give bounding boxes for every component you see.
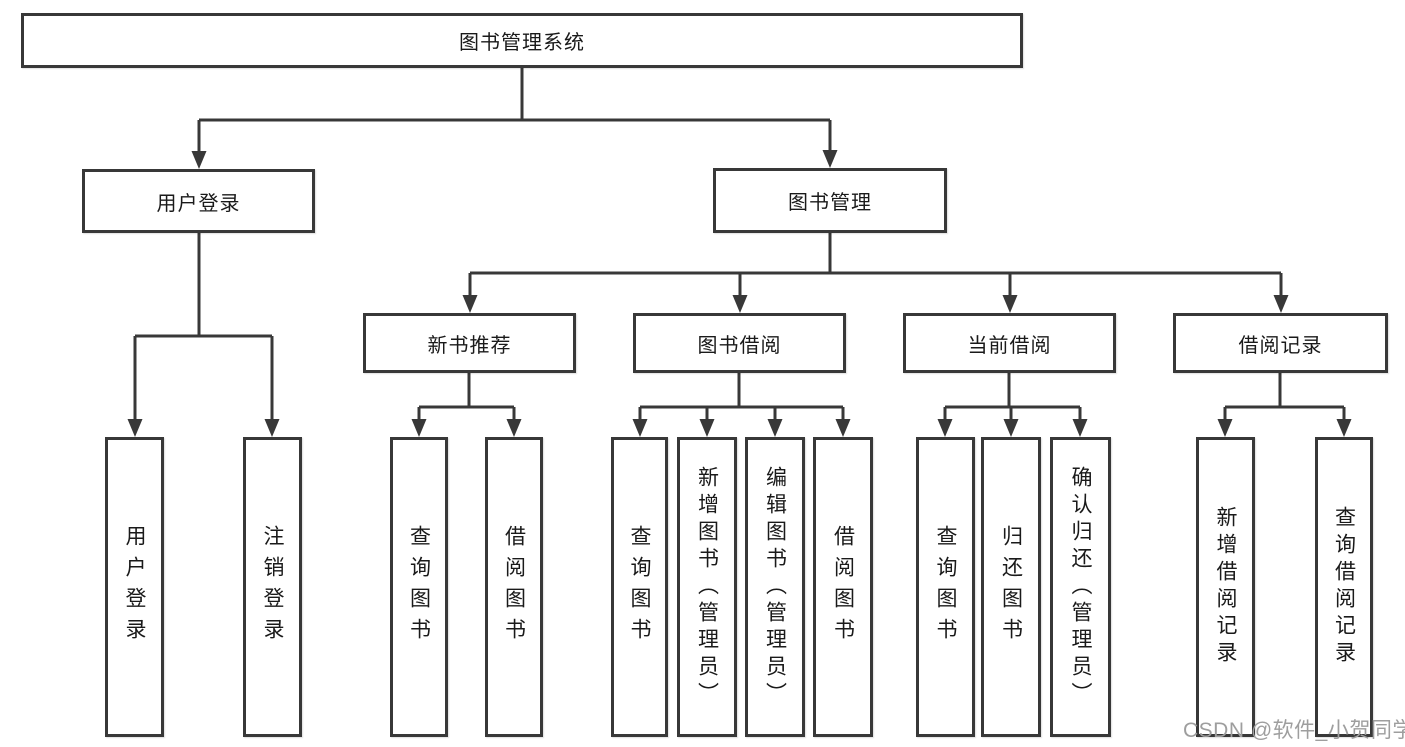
leaf-label: 编辑图书（管理员） xyxy=(763,465,787,709)
arrowhead xyxy=(127,419,143,437)
node-current-borrowing: 当前借阅 xyxy=(903,313,1116,373)
node-book-borrowing: 图书借阅 xyxy=(633,313,846,373)
arrowhead xyxy=(1003,419,1019,437)
node-label: 借阅记录 xyxy=(1238,334,1323,357)
edge-records-to-leaves xyxy=(1223,373,1346,424)
leaf-query-books-current: 查询图书 xyxy=(916,437,975,737)
arrowheads xyxy=(127,150,1352,437)
leaf-return-books: 归还图书 xyxy=(981,437,1041,737)
node-book-management: 图书管理 xyxy=(713,168,947,233)
leaf-label: 查询图书 xyxy=(407,525,431,649)
arrowhead xyxy=(462,295,478,313)
leaf-edit-books-admin: 编辑图书（管理员） xyxy=(745,437,805,737)
leaf-label: 查询图书 xyxy=(934,525,957,649)
edge-newbook-to-leaves xyxy=(417,373,516,424)
root-node-label: 图书管理系统 xyxy=(459,32,585,54)
edge-userlogin-to-leaves xyxy=(133,233,274,424)
arrowhead xyxy=(1072,419,1088,437)
leaf-confirm-return-admin: 确认归还（管理员） xyxy=(1050,437,1111,737)
leaf-label: 归还图书 xyxy=(999,525,1023,649)
node-borrowing-records: 借阅记录 xyxy=(1173,313,1388,373)
leaf-add-books-admin: 新增图书（管理员） xyxy=(677,437,737,737)
csdn-watermark: CSDN @软件_小贺同学 xyxy=(1183,719,1405,742)
arrowhead xyxy=(1217,419,1233,437)
leaf-user-login: 用户登录 xyxy=(105,437,164,737)
leaf-label: 借阅图书 xyxy=(831,525,855,649)
leaf-query-books-recommend: 查询图书 xyxy=(390,437,448,737)
leaf-add-borrow-record: 新增借阅记录 xyxy=(1196,437,1255,737)
leaf-borrow-books-recommend: 借阅图书 xyxy=(485,437,543,737)
leaf-label: 新增图书（管理员） xyxy=(695,465,719,709)
leaf-label: 查询图书 xyxy=(628,525,651,649)
arrowhead xyxy=(191,151,207,169)
root-node-library-system: 图书管理系统 xyxy=(21,13,1023,68)
arrowhead xyxy=(732,295,748,313)
edge-borrow-to-leaves xyxy=(638,373,845,424)
leaf-label: 查询借阅记录 xyxy=(1332,506,1356,668)
node-new-book-recommendation: 新书推荐 xyxy=(363,313,576,373)
arrowhead xyxy=(699,419,715,437)
leaf-label: 注销登录 xyxy=(261,525,284,649)
arrowhead xyxy=(835,419,851,437)
leaf-query-borrow-record: 查询借阅记录 xyxy=(1315,437,1373,737)
leaf-label: 用户登录 xyxy=(123,525,146,649)
arrowhead xyxy=(767,419,783,437)
leaf-label: 确认归还（管理员） xyxy=(1069,465,1092,709)
node-label: 图书借阅 xyxy=(697,334,782,357)
node-user-login: 用户登录 xyxy=(82,169,315,233)
arrowhead xyxy=(1336,419,1352,437)
edge-root-to-level2 xyxy=(197,68,832,156)
arrowhead xyxy=(937,419,953,437)
arrowhead xyxy=(822,150,838,168)
arrowhead xyxy=(1273,295,1289,313)
leaf-borrow-books: 借阅图书 xyxy=(813,437,873,737)
node-label: 图书管理 xyxy=(788,192,872,214)
arrowhead xyxy=(632,419,648,437)
edge-bookmgmt-to-level3 xyxy=(468,233,1283,300)
leaf-label: 借阅图书 xyxy=(502,525,526,649)
node-label: 用户登录 xyxy=(156,192,241,215)
arrowhead xyxy=(506,419,522,437)
node-label: 当前借阅 xyxy=(967,334,1052,357)
leaf-query-books-borrowing: 查询图书 xyxy=(611,437,668,737)
leaf-logout: 注销登录 xyxy=(243,437,302,737)
arrowhead xyxy=(411,419,427,437)
leaf-label: 新增借阅记录 xyxy=(1214,506,1237,668)
arrowhead xyxy=(1002,295,1018,313)
node-label: 新书推荐 xyxy=(427,334,512,357)
edge-current-to-leaves xyxy=(943,373,1082,424)
arrowhead xyxy=(264,419,280,437)
